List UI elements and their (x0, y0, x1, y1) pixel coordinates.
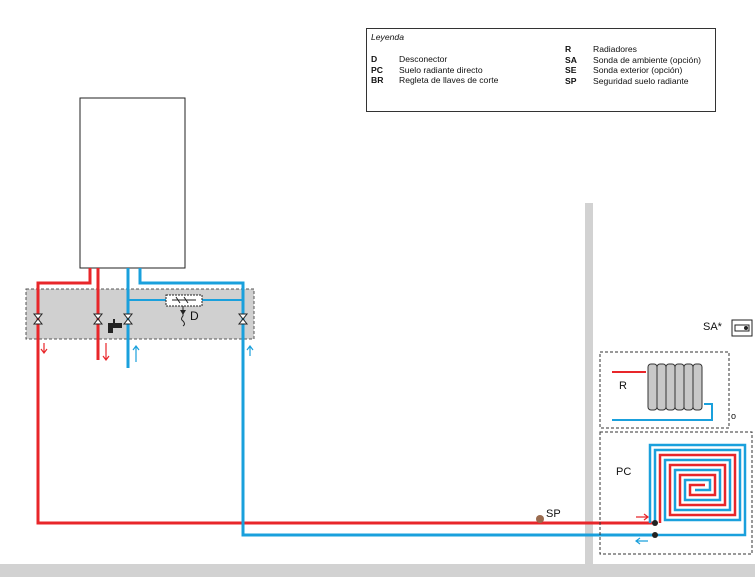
legend-title: Leyenda (371, 32, 404, 42)
floor-heating-box (599, 431, 753, 555)
floor-heating-junctions (652, 520, 658, 538)
floor (0, 564, 755, 577)
floor-heating-label: PC (616, 466, 632, 478)
disconnector-icon (165, 294, 203, 327)
boiler (79, 97, 186, 269)
radiator-icon (647, 363, 703, 411)
flow-direction-arrows (40, 343, 254, 362)
floor-heating-coil (648, 443, 747, 537)
room-sensor-icon (731, 319, 753, 337)
valve-icons (32, 313, 249, 325)
safety-sensor-dot (536, 515, 544, 523)
wall (585, 203, 593, 565)
disconnector-label: D (190, 309, 199, 323)
radiator-return-pipe (612, 403, 713, 421)
radiators-label: R (619, 380, 627, 392)
room-sensor-label: SA* (703, 321, 722, 333)
floor-heating-arrows (635, 513, 649, 545)
tap-icon (108, 319, 122, 333)
shutoff-manifold (25, 288, 255, 340)
or-label: o (731, 411, 737, 421)
radiator-box (599, 351, 730, 429)
floor-safety-label: SP (546, 508, 561, 520)
